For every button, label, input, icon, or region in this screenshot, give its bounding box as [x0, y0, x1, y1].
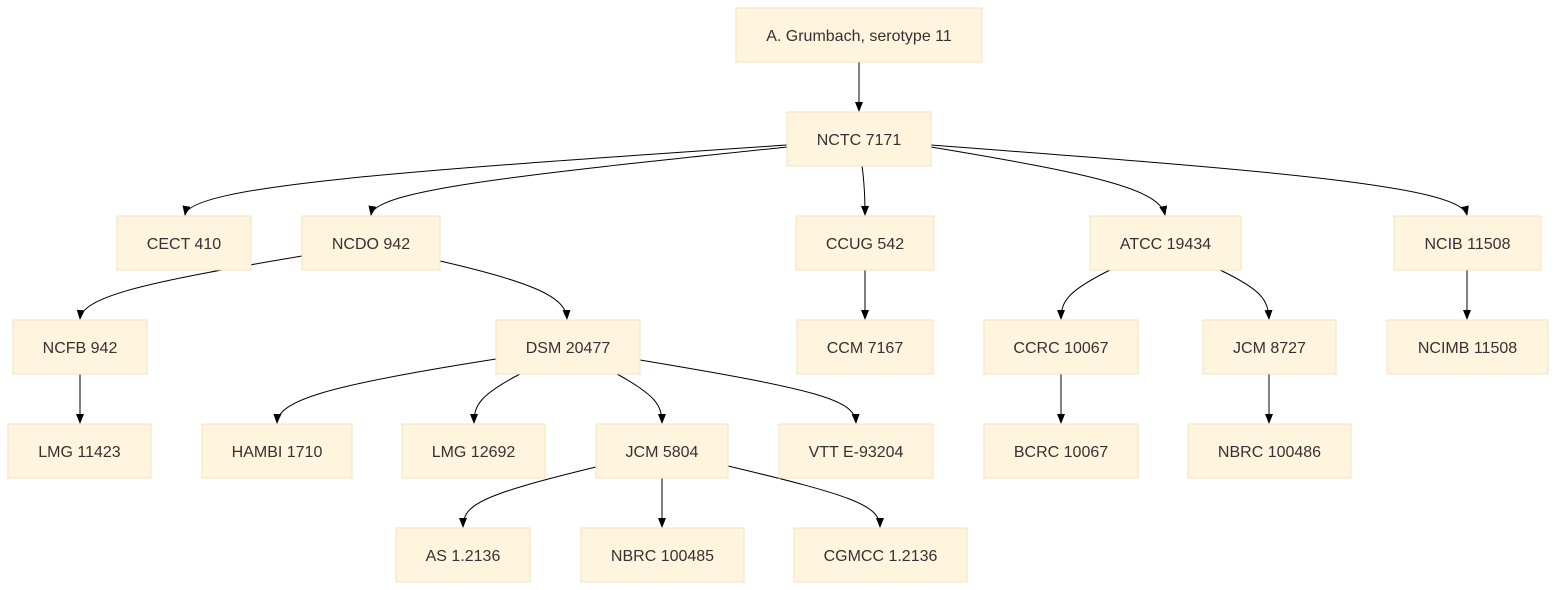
- node-ccm7167: CCM 7167: [796, 319, 934, 375]
- edge-nctc7171-to-atcc19434: [930, 146, 1168, 216]
- node-as12136: AS 1.2136: [395, 527, 531, 583]
- node-box: [580, 527, 745, 583]
- node-label: CECT 410: [147, 236, 222, 253]
- node-box: [1089, 215, 1242, 271]
- node-box: [1393, 215, 1542, 271]
- edge-nctc7171-to-ncdo942: [368, 146, 788, 216]
- node-box: [796, 319, 934, 375]
- edge-nctc7171-to-ncib11508: [930, 144, 1469, 216]
- node-ncimb11508: NCIMB 11508: [1386, 319, 1549, 375]
- edge-ncdo942-to-dsm20477: [439, 260, 571, 320]
- edges: [76, 62, 1471, 528]
- node-label: A. Grumbach, serotype 11: [766, 28, 952, 45]
- node-label: JCM 5804: [626, 444, 699, 461]
- node-box: [786, 111, 932, 167]
- node-box: [983, 319, 1139, 375]
- edge-jcm5804-to-as12136: [459, 466, 597, 528]
- edge-dsm20477-to-vtte93204: [639, 359, 860, 424]
- node-label: CCRC 10067: [1013, 340, 1108, 357]
- node-box: [795, 215, 935, 271]
- node-hambi1710: HAMBI 1710: [201, 423, 353, 479]
- node-lmg11423: LMG 11423: [7, 423, 152, 479]
- node-nbrc100486: NBRC 100486: [1187, 423, 1352, 479]
- node-jcm8727: JCM 8727: [1202, 319, 1337, 375]
- edge-atcc19434-to-jcm8727: [1219, 269, 1273, 320]
- node-box: [116, 215, 252, 271]
- node-label: LMG 11423: [38, 444, 121, 461]
- node-label: NCIMB 11508: [1418, 340, 1517, 357]
- node-box: [201, 423, 353, 479]
- node-box: [395, 527, 531, 583]
- node-box: [778, 423, 934, 479]
- node-box: [7, 423, 152, 479]
- node-box: [595, 423, 729, 479]
- node-box: [301, 215, 441, 271]
- node-label: VTT E-93204: [809, 444, 904, 461]
- edge-jcm5804-to-cgmcc12136: [727, 465, 884, 528]
- node-label: NCIB 11508: [1425, 236, 1511, 253]
- edge-dsm20477-to-jcm5804: [616, 373, 666, 424]
- node-ccrc10067: CCRC 10067: [983, 319, 1139, 375]
- node-dsm20477: DSM 20477: [495, 319, 641, 375]
- node-label: BCRC 10067: [1014, 444, 1108, 461]
- node-bcrc10067: BCRC 10067: [983, 423, 1139, 479]
- node-box: [983, 423, 1139, 479]
- node-label: LMG 12692: [432, 444, 516, 461]
- node-atcc19434: ATCC 19434: [1089, 215, 1242, 271]
- node-label: NCDO 942: [332, 236, 410, 253]
- node-label: CCUG 542: [826, 236, 904, 253]
- node-box: [1187, 423, 1352, 479]
- node-label: CCM 7167: [827, 340, 904, 357]
- node-cect410: CECT 410: [116, 215, 252, 271]
- node-label: AS 1.2136: [426, 548, 501, 565]
- node-root: A. Grumbach, serotype 11: [735, 7, 983, 63]
- node-label: HAMBI 1710: [232, 444, 323, 461]
- node-box: [1202, 319, 1337, 375]
- edge-ncdo942-to-ncfb942: [76, 255, 303, 320]
- node-ncdo942: NCDO 942: [301, 215, 441, 271]
- node-box: [495, 319, 641, 375]
- edge-nctc7171-to-ccug542: [860, 165, 869, 216]
- node-label: DSM 20477: [526, 340, 611, 357]
- node-nctc7171: NCTC 7171: [786, 111, 932, 167]
- node-label: NBRC 100485: [611, 548, 714, 565]
- node-box: [735, 7, 983, 63]
- node-box: [1386, 319, 1549, 375]
- edge-nctc7171-to-cect410: [182, 144, 788, 216]
- node-label: JCM 8727: [1233, 340, 1306, 357]
- node-label: NCTC 7171: [817, 132, 902, 149]
- node-vtte93204: VTT E-93204: [778, 423, 934, 479]
- node-ncfb942: NCFB 942: [12, 319, 148, 375]
- node-label: NBRC 100486: [1218, 444, 1321, 461]
- node-nbrc100485: NBRC 100485: [580, 527, 745, 583]
- node-label: ATCC 19434: [1120, 236, 1211, 253]
- node-ncib11508: NCIB 11508: [1393, 215, 1542, 271]
- node-label: NCFB 942: [43, 340, 118, 357]
- node-lmg12692: LMG 12692: [401, 423, 546, 479]
- node-box: [793, 527, 968, 583]
- edge-dsm20477-to-hambi1710: [273, 358, 497, 424]
- node-ccug542: CCUG 542: [795, 215, 935, 271]
- node-label: CGMCC 1.2136: [824, 548, 938, 565]
- node-cgmcc12136: CGMCC 1.2136: [793, 527, 968, 583]
- edge-atcc19434-to-ccrc10067: [1057, 269, 1111, 320]
- node-box: [12, 319, 148, 375]
- node-box: [401, 423, 546, 479]
- node-jcm5804: JCM 5804: [595, 423, 729, 479]
- edge-dsm20477-to-lmg12692: [470, 373, 521, 424]
